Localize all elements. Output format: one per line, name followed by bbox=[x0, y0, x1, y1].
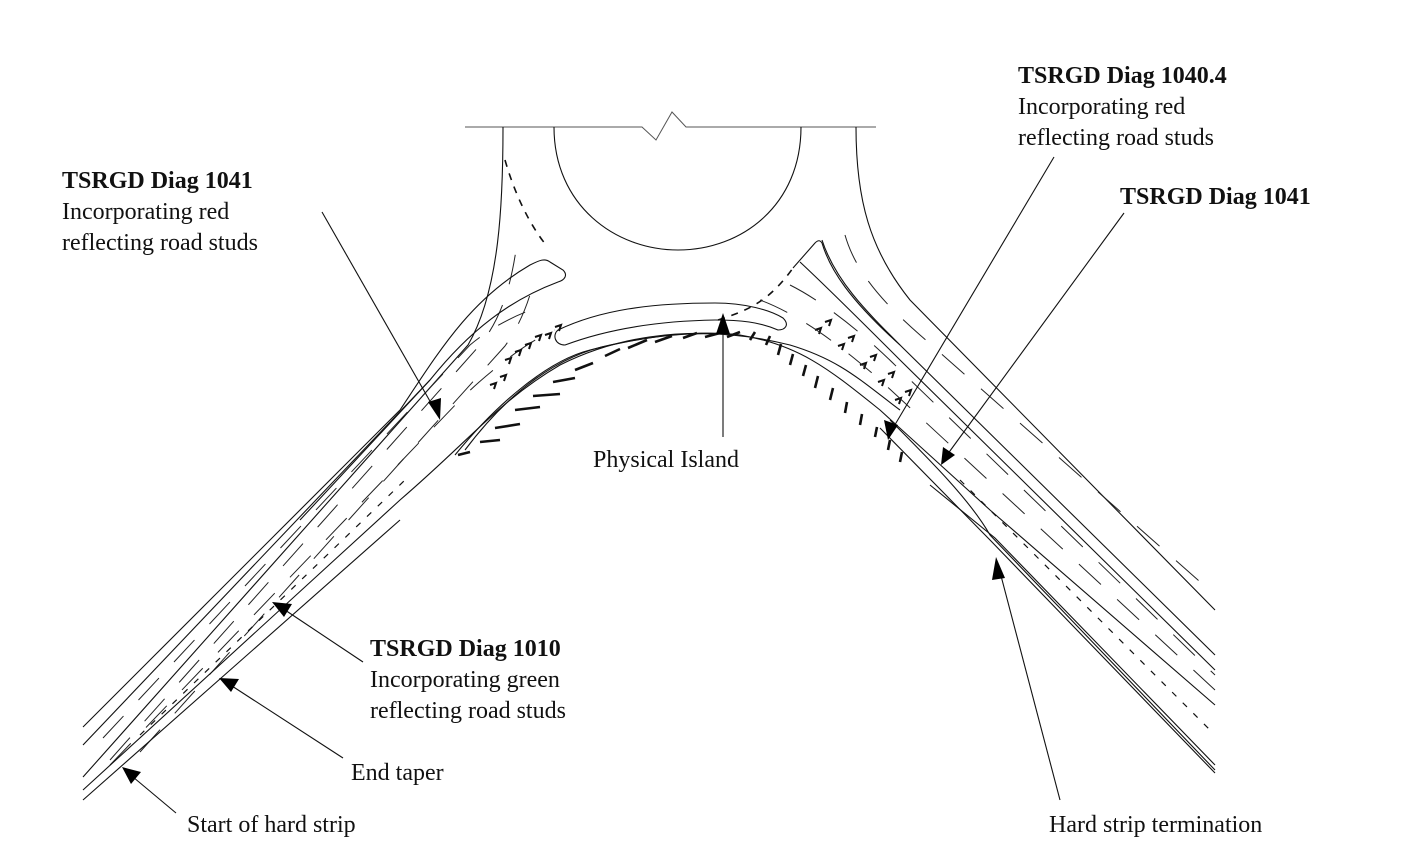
hatch-stroke bbox=[494, 422, 521, 430]
label-title: TSRGD Diag 1041 bbox=[62, 168, 253, 194]
label-title: TSRGD Diag 1041 bbox=[1120, 184, 1311, 210]
left-arm-edge-line-1010 bbox=[139, 479, 406, 736]
road-stud-marker bbox=[837, 334, 856, 351]
hatch-stroke bbox=[726, 330, 741, 339]
road-stud-marker bbox=[814, 318, 833, 335]
hatch-stroke bbox=[788, 353, 795, 366]
right-splitter-island bbox=[792, 240, 901, 346]
left-give-way-line bbox=[504, 159, 547, 246]
hatch-stroke bbox=[682, 331, 698, 340]
label-diag1040-4: TSRGD Diag 1040.4 Incorporating red refl… bbox=[1018, 63, 1227, 151]
label-end-taper: End taper bbox=[351, 760, 444, 786]
road-stud-marker bbox=[859, 353, 878, 370]
right-hard-strip-line-2 bbox=[929, 484, 1216, 766]
leader-physical-island bbox=[716, 313, 730, 437]
right-arm-edge-line-1040-4 bbox=[959, 479, 1211, 731]
hatch-stroke bbox=[898, 451, 904, 463]
hatch-stroke bbox=[604, 347, 621, 358]
right-arm-lane-line-2 bbox=[789, 284, 1216, 676]
hatch-stroke bbox=[574, 361, 594, 372]
hatch-stroke bbox=[843, 401, 849, 414]
hatch-stroke bbox=[552, 376, 576, 384]
left-arm-inner-edge-2 bbox=[82, 379, 431, 746]
hatch-stroke bbox=[457, 450, 471, 457]
label-hard-strip-termination: Hard strip termination bbox=[1049, 812, 1262, 838]
label-physical-island: Physical Island bbox=[593, 447, 739, 473]
label-line2: reflecting road studs bbox=[370, 698, 566, 724]
label-title: TSRGD Diag 1010 bbox=[370, 636, 561, 662]
hatch-stroke bbox=[801, 364, 808, 377]
road-stud-marker bbox=[894, 388, 913, 405]
right-arm-lane-line-3 bbox=[759, 299, 1216, 691]
leader-start-hard-strip bbox=[122, 767, 177, 814]
leader-diag1010 bbox=[272, 602, 364, 663]
right-arm-outer-edge bbox=[855, 126, 1216, 611]
road-stud-marker bbox=[544, 323, 563, 340]
label-line1: Incorporating red bbox=[1018, 94, 1185, 120]
hatch-stroke bbox=[813, 375, 820, 389]
right-arm-inner-edge-1 bbox=[821, 239, 1216, 656]
central-carriageway-top bbox=[454, 332, 741, 456]
leader-hard-strip-termination bbox=[992, 557, 1061, 801]
hatch-stroke bbox=[776, 343, 783, 356]
leader-diag1041-left bbox=[321, 211, 441, 420]
hatch-stroke bbox=[764, 335, 772, 346]
hatched-area bbox=[457, 330, 904, 463]
label-line1: Incorporating red bbox=[62, 199, 229, 225]
label-diag1041-right: TSRGD Diag 1041 bbox=[1120, 184, 1311, 210]
hatch-stroke bbox=[532, 392, 561, 398]
left-arm-lane-line-3 bbox=[102, 304, 546, 739]
label-line2: reflecting road studs bbox=[62, 230, 258, 256]
right-hard-strip-line-3 bbox=[879, 427, 1216, 774]
road-stud-marker bbox=[489, 373, 508, 390]
leader-end-taper bbox=[219, 678, 344, 759]
roundabout-island bbox=[553, 126, 802, 251]
central-hatch-outer bbox=[464, 333, 901, 451]
label-diag1041-left: TSRGD Diag 1041 Incorporating red reflec… bbox=[62, 168, 258, 256]
leader-diag1041-right bbox=[941, 212, 1125, 465]
left-arm-lane-line-2 bbox=[139, 274, 536, 753]
label-line2: reflecting road studs bbox=[1018, 125, 1214, 151]
right-arm-inner-edge-2 bbox=[799, 261, 1216, 671]
left-arm-inner-edge-1 bbox=[82, 409, 401, 728]
hatch-stroke bbox=[858, 413, 864, 426]
label-diag1010: TSRGD Diag 1010 Incorporating green refl… bbox=[370, 636, 566, 724]
hatch-stroke bbox=[873, 426, 879, 438]
hatch-stroke bbox=[514, 405, 541, 412]
road-stud-marker bbox=[524, 333, 543, 350]
hatch-stroke bbox=[627, 338, 648, 350]
hatch-stroke bbox=[828, 387, 835, 401]
hatch-stroke bbox=[654, 334, 673, 344]
right-hard-strip-line-1 bbox=[889, 419, 1216, 771]
left-hard-strip-line-1 bbox=[82, 332, 1216, 791]
right-arm-lane-line-1 bbox=[844, 234, 1216, 596]
road-stud-marker bbox=[877, 370, 896, 387]
left-hard-strip-line-2 bbox=[82, 519, 401, 801]
physical-island-shape bbox=[554, 302, 787, 346]
label-title: TSRGD Diag 1040.4 bbox=[1018, 63, 1227, 89]
label-line1: Incorporating green bbox=[370, 667, 560, 693]
leader-diag1040-4 bbox=[884, 156, 1055, 440]
hatch-stroke bbox=[479, 438, 501, 444]
hatch-stroke bbox=[748, 331, 757, 341]
left-arm-lane-line-1 bbox=[109, 249, 517, 761]
label-start-hard-strip: Start of hard strip bbox=[187, 812, 356, 838]
stud-markers bbox=[489, 318, 913, 405]
road-stud-marker bbox=[504, 348, 523, 365]
left-splitter-island bbox=[299, 259, 567, 521]
right-give-way-line bbox=[717, 267, 794, 321]
hatch-stroke bbox=[886, 439, 892, 451]
top-boundary-line bbox=[465, 111, 876, 141]
